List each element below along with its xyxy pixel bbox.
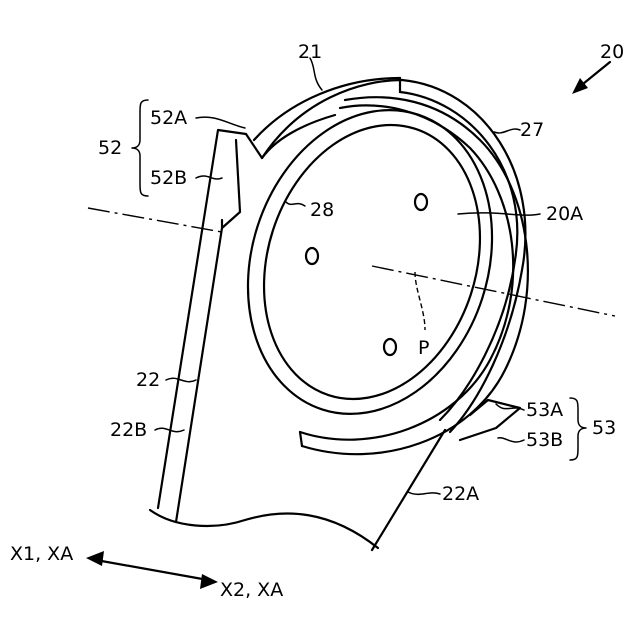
leader-27	[494, 129, 520, 133]
label-52B: 52B	[150, 167, 187, 189]
label-27: 27	[520, 119, 544, 141]
ref-20-arrow-head	[572, 78, 588, 94]
cover-21	[254, 78, 525, 432]
ring-end	[300, 432, 302, 446]
leader-28	[286, 202, 305, 206]
label-P: P	[418, 337, 429, 359]
tab-53-outline	[460, 400, 520, 440]
hole-bottom	[384, 339, 396, 355]
tab-52A-edge	[246, 134, 262, 158]
bracket-22	[150, 130, 445, 550]
label-22A: 22A	[442, 483, 479, 505]
label-20: 20	[600, 41, 624, 63]
label-x2-xa: X2, XA	[220, 579, 283, 601]
break-line	[150, 510, 378, 548]
label-53B: 53B	[526, 429, 563, 451]
leader-22	[166, 378, 196, 381]
tab-53	[460, 400, 520, 440]
brace-52	[132, 100, 148, 196]
direction-arrow	[86, 551, 218, 589]
hole-left	[306, 248, 318, 264]
arrow-head-right	[200, 574, 218, 589]
label-52: 52	[98, 137, 122, 159]
label-53A: 53A	[526, 399, 563, 421]
leader-22A	[408, 492, 440, 494]
arrow-head-left	[86, 551, 104, 566]
label-22: 22	[136, 369, 160, 391]
label-20A: 20A	[546, 203, 583, 225]
label-22B: 22B	[110, 419, 147, 441]
leader-20A	[458, 213, 540, 215]
leader-52B	[196, 176, 222, 179]
disc-outer-ellipse	[210, 78, 530, 446]
leader-53B	[498, 438, 524, 442]
arrow-shaft	[96, 560, 208, 580]
label-52A: 52A	[150, 107, 187, 129]
leader-52A	[196, 117, 245, 128]
brace-53	[570, 398, 586, 460]
cover-shell-outer	[402, 80, 525, 432]
label-53: 53	[592, 417, 616, 439]
point-p-leader	[415, 272, 425, 330]
label-21: 21	[298, 41, 322, 63]
label-x1-xa: X1, XA	[10, 543, 73, 565]
hole-top	[415, 194, 427, 210]
center-axis-line-right	[372, 266, 615, 316]
label-28: 28	[310, 199, 334, 221]
